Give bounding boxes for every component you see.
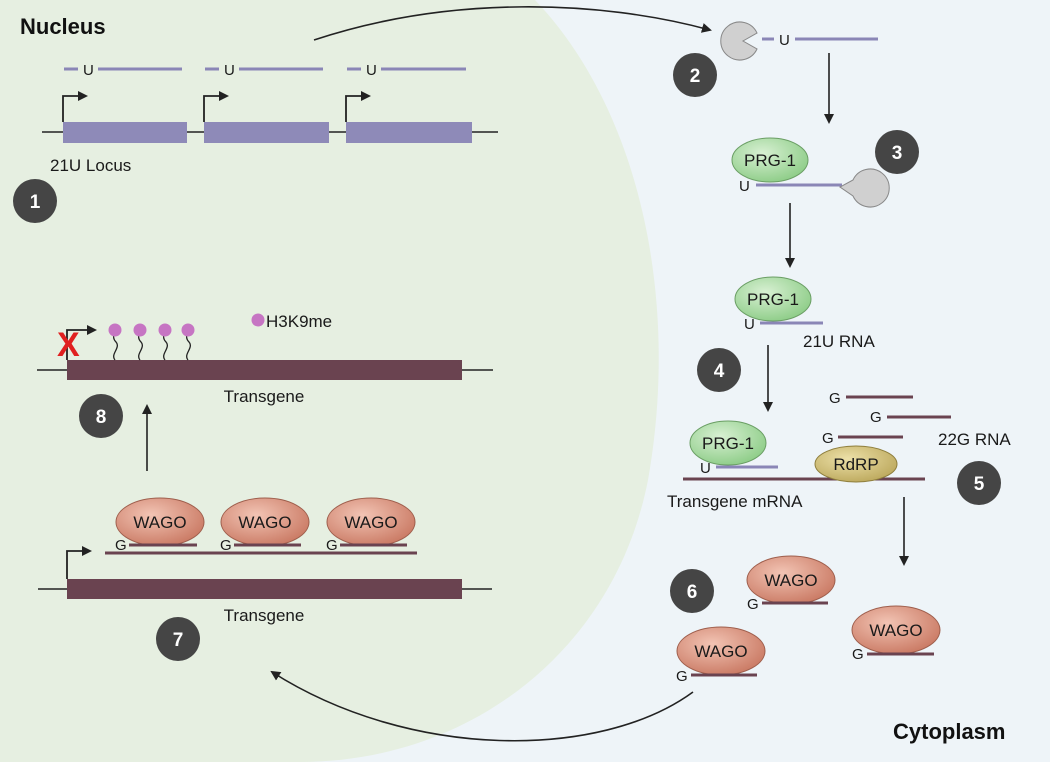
transgene-bar-top — [67, 360, 462, 380]
step-badge-3: 3 — [875, 130, 919, 174]
g-base-label: G — [676, 668, 688, 685]
repression-x-mark: X — [57, 326, 80, 364]
h3k9me-marks — [108, 323, 195, 361]
locus-label: 21U Locus — [50, 156, 131, 175]
svg-text:G: G — [829, 390, 841, 407]
u-base-label: U — [224, 62, 235, 79]
rna-21u-label: 21U RNA — [803, 332, 875, 351]
g-base-label: G — [747, 596, 759, 613]
svg-text:1: 1 — [30, 192, 41, 213]
prg1-label: PRG-1 — [747, 290, 799, 309]
step-badge-8: 8 — [79, 394, 123, 438]
svg-text:2: 2 — [690, 66, 701, 87]
u-base-label: U — [366, 62, 377, 79]
wago-label: WAGO — [764, 571, 817, 590]
rdrp-protein — [814, 445, 898, 483]
svg-text:G: G — [822, 430, 834, 447]
rna-22g-group: G G G — [822, 390, 951, 447]
processing-enzyme-icon — [839, 168, 890, 208]
cytoplasm-title: Cytoplasm — [893, 719, 1005, 744]
svg-text:4: 4 — [714, 361, 725, 382]
transgene-bar-bottom — [67, 579, 462, 599]
u-base-label: U — [739, 178, 750, 195]
g-base-label: G — [115, 537, 127, 554]
g-base-label: G — [220, 537, 232, 554]
u-base-label: U — [744, 316, 755, 333]
step-badge-4: 4 — [697, 348, 741, 392]
transgene-label-bottom: Transgene — [224, 606, 305, 625]
g-base-label: G — [326, 537, 338, 554]
g-base-label: G — [852, 646, 864, 663]
rna-22g-label: 22G RNA — [938, 430, 1011, 449]
u-base-label: U — [779, 32, 790, 49]
wago-label: WAGO — [694, 642, 747, 661]
h3k9me-legend-dot — [251, 313, 265, 327]
svg-text:6: 6 — [687, 582, 698, 603]
nucleus-region — [0, 0, 659, 762]
prg1-protein — [731, 137, 809, 183]
wago-label: WAGO — [344, 513, 397, 532]
prg1-protein — [689, 420, 767, 466]
step-badge-1: 1 — [13, 179, 57, 223]
prg1-label: PRG-1 — [744, 151, 796, 170]
prg1-label: PRG-1 — [702, 434, 754, 453]
prg1-protein — [734, 276, 812, 322]
rdrp-label: RdRP — [833, 455, 878, 474]
h3k9me-label: H3K9me — [266, 312, 332, 331]
processing-enzyme-icon — [720, 21, 758, 61]
svg-text:5: 5 — [974, 474, 985, 495]
transgene-mrna-label: Transgene mRNA — [667, 492, 803, 511]
u-base-label: U — [700, 460, 711, 477]
u-base-label: U — [83, 62, 94, 79]
import-arrow — [270, 670, 694, 742]
transgene-label-top: Transgene — [224, 387, 305, 406]
nucleus-title: Nucleus — [20, 14, 106, 39]
svg-text:3: 3 — [892, 143, 903, 164]
step-badge-2: 2 — [673, 53, 717, 97]
wago-label: WAGO — [133, 513, 186, 532]
wago-label: WAGO — [869, 621, 922, 640]
step-badge-7: 7 — [156, 617, 200, 661]
step-badge-6: 6 — [670, 569, 714, 613]
export-arrow — [313, 6, 712, 41]
wago-label: WAGO — [238, 513, 291, 532]
svg-text:8: 8 — [96, 407, 107, 428]
svg-text:G: G — [870, 409, 882, 426]
locus-21u: U U U — [42, 62, 498, 143]
step-badge-5: 5 — [957, 461, 1001, 505]
svg-text:7: 7 — [173, 630, 184, 651]
